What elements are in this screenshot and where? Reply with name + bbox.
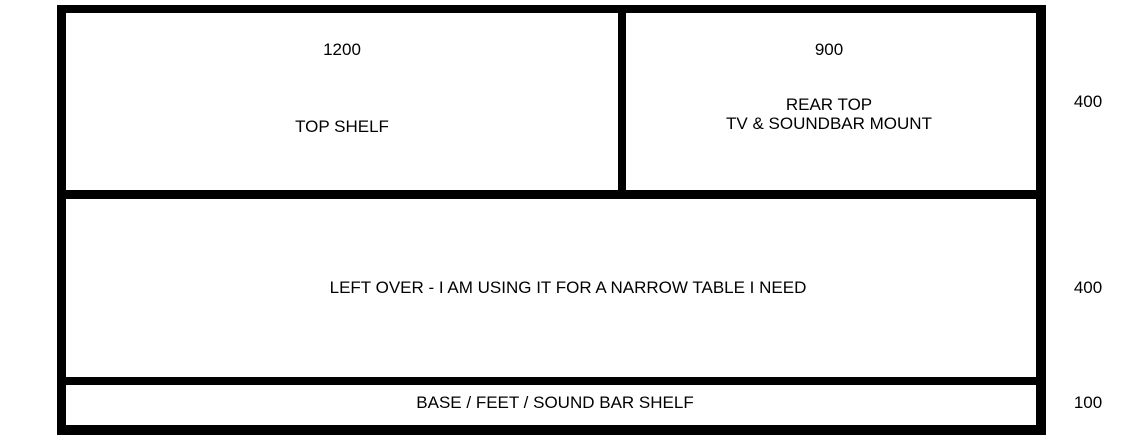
middle-row-height: 400 [1073, 278, 1103, 297]
rear-top-section: 900 REAR TOP TV & SOUNDBAR MOUNT [626, 13, 1036, 190]
left-over-label: LEFT OVER - I AM USING IT FOR A NARROW T… [329, 278, 807, 297]
top-row-height: 400 [1073, 92, 1103, 111]
top-shelf-dimension: 1200 [323, 40, 361, 59]
top-shelf-label: TOP SHELF [295, 117, 389, 136]
cutting-layout-panel: 1200 TOP SHELF 900 REAR TOP TV & SOUNDBA… [57, 5, 1046, 435]
top-shelf-section: 1200 TOP SHELF [66, 13, 618, 190]
rear-top-dimension: 900 [814, 40, 844, 59]
left-over-section: LEFT OVER - I AM USING IT FOR A NARROW T… [66, 199, 1036, 377]
base-label: BASE / FEET / SOUND BAR SHELF [416, 393, 694, 412]
rear-top-label-line1: REAR TOP [785, 95, 873, 114]
rear-top-label-line2: TV & SOUNDBAR MOUNT [726, 114, 932, 133]
base-section: BASE / FEET / SOUND BAR SHELF [66, 385, 1036, 425]
bottom-row-height: 100 [1073, 393, 1103, 412]
